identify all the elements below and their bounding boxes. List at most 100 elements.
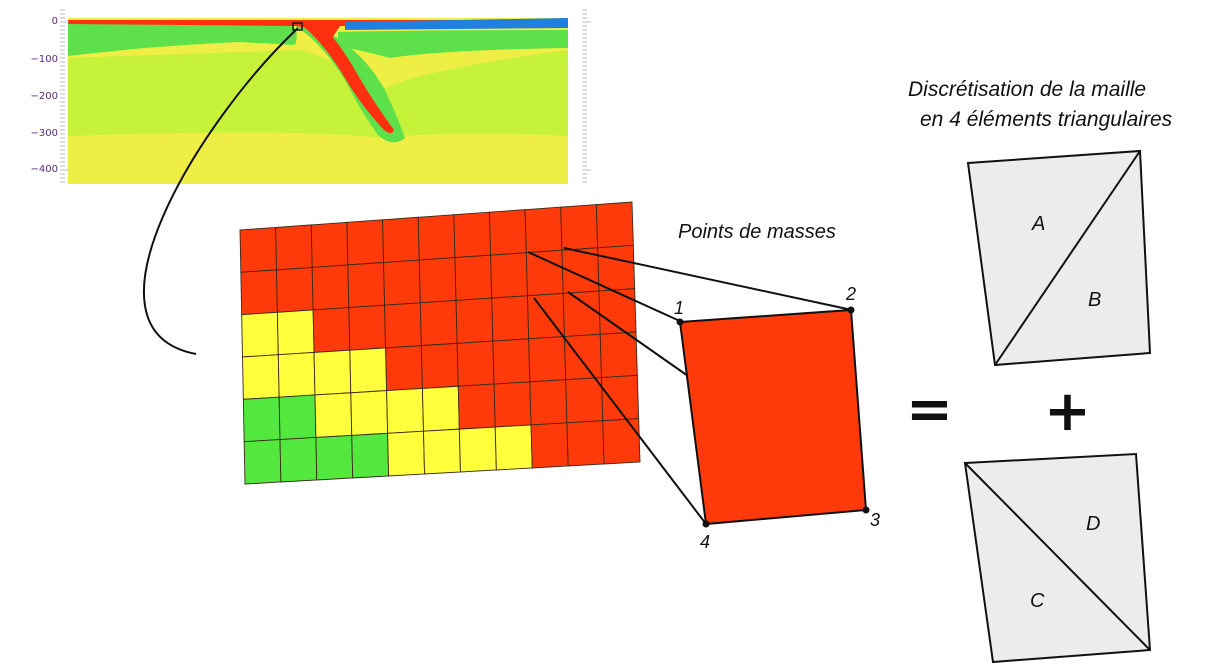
- grid-cell: [383, 259, 421, 306]
- grid-cell: [313, 349, 352, 396]
- connector-to-corner-2: [563, 247, 853, 311]
- connector-to-corner-4: [533, 297, 707, 525]
- corner-label-2: 2: [845, 284, 856, 304]
- element-quad: [678, 308, 868, 526]
- grid-cell: [239, 226, 277, 273]
- grid-cell: [275, 224, 313, 271]
- grid-cell: [382, 216, 420, 263]
- corner-label-3: 3: [870, 510, 880, 530]
- grid-cell: [276, 266, 314, 313]
- upper-diagonal: [994, 150, 1141, 366]
- grid-cell: [602, 418, 641, 465]
- grid-cell: [242, 396, 281, 443]
- grid-cell: [597, 244, 636, 292]
- y-tick-400: −400: [31, 164, 58, 175]
- upper-quad: [966, 149, 1152, 367]
- element-connector-lines: [527, 247, 853, 525]
- triangle-label-a: A: [1031, 213, 1045, 235]
- mass-point-4: [702, 520, 710, 528]
- grid-cell: [421, 385, 460, 432]
- section-lithosphere: [68, 24, 297, 56]
- grid-cell: [347, 262, 386, 309]
- grid-cell: [385, 345, 423, 392]
- grid-cell: [241, 311, 279, 358]
- discretisation-panel: Discrétisation de la maille en 4 élément…: [908, 78, 1173, 664]
- grid-cell: [524, 206, 563, 254]
- grid-cell: [418, 257, 457, 304]
- cross-section-plot: 0 −100 −200 −300 −400: [31, 9, 591, 355]
- grid-cell: [384, 302, 422, 349]
- grid-cell: [420, 342, 459, 389]
- grid-cell: [530, 422, 569, 469]
- grid-cell: [455, 297, 494, 344]
- y-tick-100: −100: [31, 54, 58, 65]
- equals-sign: =: [906, 377, 953, 442]
- grid-cell: [563, 333, 602, 381]
- corner-label-4: 4: [700, 532, 710, 552]
- y-tick-300: −300: [31, 128, 58, 139]
- y-tick-200: −200: [31, 91, 58, 102]
- grid-cell: [386, 387, 424, 434]
- mesh-element: 1 2 3 4 Points de masses: [674, 221, 880, 552]
- grid-cell: [315, 434, 354, 481]
- triangle-label-d: D: [1086, 513, 1100, 535]
- section-upper-mantle: [68, 50, 568, 138]
- grid-cell: [494, 424, 533, 471]
- grid-cell: [458, 426, 497, 473]
- grid-cell: [276, 309, 315, 356]
- grid-cell: [346, 219, 385, 266]
- connector-to-corner-1: [527, 251, 683, 323]
- plus-sign: +: [1044, 379, 1091, 444]
- corner-label-1: 1: [674, 298, 684, 318]
- mass-point-3: [862, 506, 870, 514]
- grid-cell: [417, 214, 456, 261]
- section-right-lithosphere: [338, 30, 568, 58]
- ocean-layer: [345, 18, 568, 30]
- grid-cell: [419, 300, 458, 347]
- y-tick-0: 0: [52, 16, 58, 27]
- grid-cell: [351, 432, 390, 479]
- grid-cell: [240, 269, 278, 316]
- connector-to-corner-3: [567, 291, 689, 377]
- mass-point-2: [847, 306, 855, 314]
- grid-cell: [595, 201, 634, 249]
- discretisation-title-line1: Discrétisation de la maille: [908, 78, 1146, 101]
- grid-cell: [490, 252, 528, 299]
- grid-cell: [349, 347, 388, 394]
- grid-cell: [278, 394, 317, 441]
- left-tick-marks: [60, 9, 69, 183]
- grid-cell: [314, 392, 353, 438]
- grid-cell: [565, 377, 604, 424]
- slab-core: [300, 24, 394, 133]
- triangle-label-b: B: [1088, 289, 1101, 311]
- lower-diagonal: [964, 462, 1151, 651]
- grid-cell: [599, 331, 638, 378]
- grid-cell: [242, 354, 280, 400]
- mass-points-title: Points de masses: [678, 221, 836, 243]
- grid-cell: [279, 437, 318, 483]
- mass-point-1: [676, 318, 684, 326]
- grid-cell: [243, 439, 282, 485]
- grid-cell: [491, 295, 530, 342]
- grid-cell: [529, 379, 568, 426]
- grid-cell: [562, 290, 601, 338]
- grid-cell: [528, 336, 567, 383]
- grid-cell: [525, 249, 564, 297]
- grid-cell: [566, 420, 605, 467]
- grid-cell: [311, 264, 350, 311]
- grid-cell: [492, 338, 531, 385]
- grid-cell: [387, 430, 426, 477]
- grid-cell: [454, 254, 493, 301]
- right-tick-marks: [582, 9, 591, 183]
- grid-cell: [457, 383, 496, 430]
- grid-cell: [310, 221, 349, 268]
- grid-cell: [456, 340, 495, 387]
- grid-cell: [423, 428, 461, 475]
- lower-quad: [963, 452, 1152, 664]
- zoomed-mesh-grid: [239, 201, 641, 485]
- grid-cell: [493, 381, 532, 428]
- zoom-marker: [292, 22, 303, 31]
- grid-cell: [312, 307, 351, 353]
- zoom-connector-curve: [142, 27, 299, 355]
